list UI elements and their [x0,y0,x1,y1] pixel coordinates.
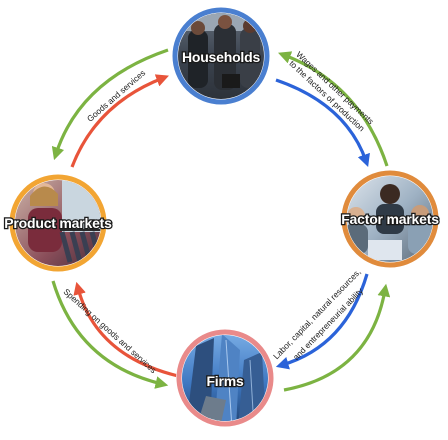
factor-markets-node: Factor markets [340,170,441,268]
wages-green-arrow [278,51,389,167]
firms-photo [182,335,268,421]
spending-green-arrow [51,280,169,389]
labor-green-arrow [283,283,391,392]
labor-blue-arrow [275,273,369,370]
wages-blue-arrow [275,78,370,168]
households-node: Households [172,7,270,105]
wages-label-line2: to the factors of production [287,58,367,133]
product-markets-photo [15,180,101,266]
goods-and-services-red-arrow [70,74,169,168]
firms-node: Firms [176,329,274,427]
firms-label: Firms [206,373,244,389]
households-label: Households [182,49,261,65]
product-markets-label: Product markets [4,215,112,231]
factor-markets-label: Factor markets [341,211,439,227]
goods-and-services-green-arrow [51,48,169,161]
product-markets-node: Product markets [3,174,114,272]
spending-red-arrow [73,281,179,378]
